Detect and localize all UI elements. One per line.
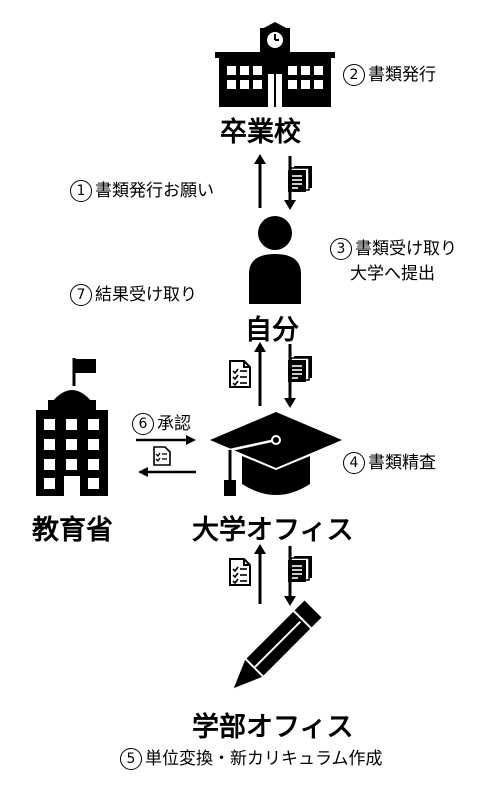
checklist-icon [229, 558, 251, 586]
graduation-cap-icon [210, 412, 342, 496]
step-text: 書類受け取り [355, 239, 457, 259]
arrow-pair-self-university [254, 342, 296, 408]
node-label-university: 大学オフィス [192, 515, 354, 546]
step-number: 4 [343, 452, 365, 474]
step-number: 6 [132, 413, 154, 435]
checklist-icon [229, 360, 251, 388]
arrow-pair-ministry-university [136, 435, 196, 477]
step-text: 書類発行お願い [95, 181, 214, 201]
school-building-icon [215, 22, 335, 107]
step-text: 承認 [157, 414, 191, 434]
step-text: 書類精査 [368, 453, 436, 473]
pencil-icon [233, 600, 322, 689]
step-number: 3 [330, 238, 352, 260]
step-number: 1 [70, 180, 92, 202]
node-label-department: 学部オフィス [192, 712, 354, 743]
documents-icon [288, 356, 312, 382]
node-label-school: 卒業校 [220, 117, 301, 148]
step-number: 2 [343, 64, 365, 86]
step-number: 5 [120, 748, 142, 770]
step-text: 書類発行 [368, 65, 436, 85]
step-text: 単位変換・新カリキュラム作成 [145, 749, 383, 769]
step-number: 7 [70, 284, 92, 306]
step-text: 結果受け取り [95, 285, 197, 305]
documents-icon [288, 556, 312, 582]
node-label-ministry: 教育省 [32, 515, 113, 546]
documents-icon [288, 166, 312, 192]
step-text: 大学へ提出 [350, 264, 435, 284]
checklist-icon [153, 446, 171, 466]
person-icon [249, 216, 301, 304]
ministry-building-icon [36, 358, 108, 496]
node-label-self: 自分 [245, 315, 299, 346]
